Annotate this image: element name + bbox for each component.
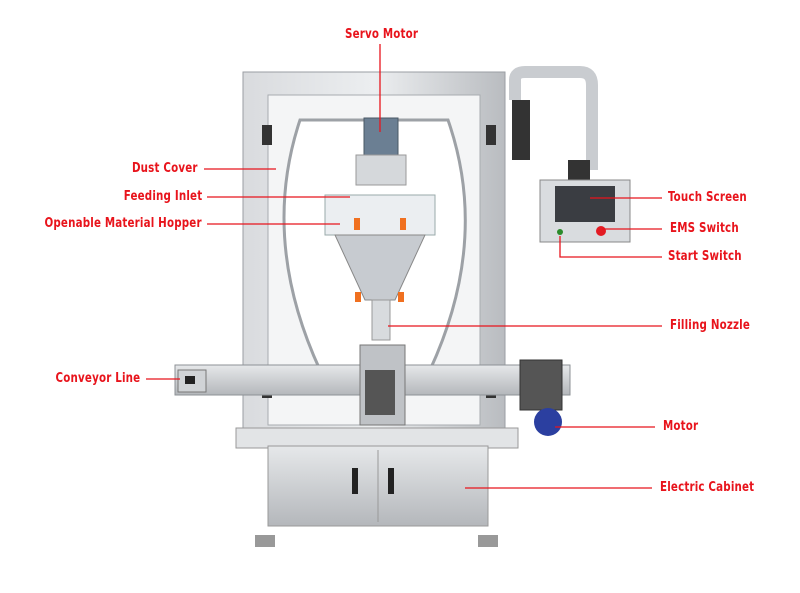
conveyor <box>174 344 571 426</box>
label-ems-switch: EMS Switch <box>670 221 739 236</box>
leader-lines <box>146 44 662 489</box>
label-filling-nozzle: Filling Nozzle <box>670 318 751 333</box>
label-feeding-inlet: Feeding Inlet <box>123 189 202 204</box>
label-motor: Motor <box>663 419 699 434</box>
label-servo-motor: Servo Motor <box>345 27 419 42</box>
label-openable-material-hopper: Openable Material Hopper <box>44 216 202 231</box>
label-touch-screen: Touch Screen <box>668 190 747 205</box>
material-hopper <box>324 194 436 341</box>
touch-screen-panel <box>509 66 631 243</box>
label-electric-cabinet: Electric Cabinet <box>660 480 755 495</box>
servo-motor <box>355 117 407 186</box>
label-conveyor-line: Conveyor Line <box>55 371 140 386</box>
label-dust-cover: Dust Cover <box>132 161 198 176</box>
motor <box>519 359 563 436</box>
label-start-switch: Start Switch <box>668 249 742 264</box>
electric-cabinet <box>235 427 519 547</box>
